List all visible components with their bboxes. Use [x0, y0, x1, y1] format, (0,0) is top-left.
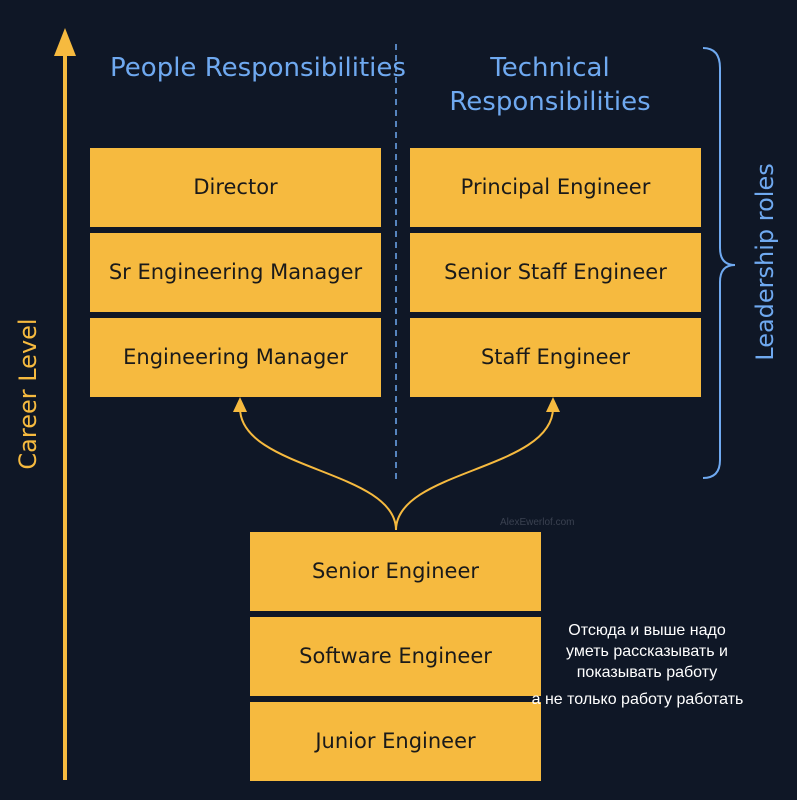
people-responsibilities-title: People Responsibilities: [110, 53, 406, 83]
role-box-sr-engineering-manager: Sr Engineering Manager: [90, 233, 381, 312]
role-box-director: Director: [90, 148, 381, 227]
role-box-junior-engineer: Junior Engineer: [250, 702, 541, 781]
role-box-engineering-manager: Engineering Manager: [90, 318, 381, 397]
branch-arrow-right: [395, 407, 554, 531]
watermark: AlexEwerlof.com: [500, 517, 575, 528]
branch-arrow-left: [239, 407, 397, 531]
role-box-senior-staff-engineer: Senior Staff Engineer: [410, 233, 701, 312]
branch-arrowhead-right: [546, 397, 560, 412]
technical-responsibilities-title: Technical Responsibilities: [449, 53, 651, 117]
note-line-1: Отсюда и выше надо: [568, 622, 726, 639]
role-box-software-engineer: Software Engineer: [250, 617, 541, 696]
career-level-arrowhead: [54, 28, 76, 56]
leadership-bracket: [702, 47, 736, 479]
branch-arrowhead-left: [233, 397, 247, 412]
role-box-principal-engineer: Principal Engineer: [410, 148, 701, 227]
note-line-2: уметь рассказывать и: [566, 642, 728, 660]
career-level-label: Career Level: [14, 318, 42, 470]
role-box-senior-engineer: Senior Engineer: [250, 532, 541, 611]
note-text: Отсюда и выше надо уметь рассказывать и …: [540, 621, 754, 683]
note-line-4: а не только работу работать: [531, 691, 744, 708]
role-box-staff-engineer: Staff Engineer: [410, 318, 701, 397]
note-line-3: показывать работу: [576, 663, 718, 681]
leadership-roles-label: Leadership roles: [751, 163, 779, 361]
